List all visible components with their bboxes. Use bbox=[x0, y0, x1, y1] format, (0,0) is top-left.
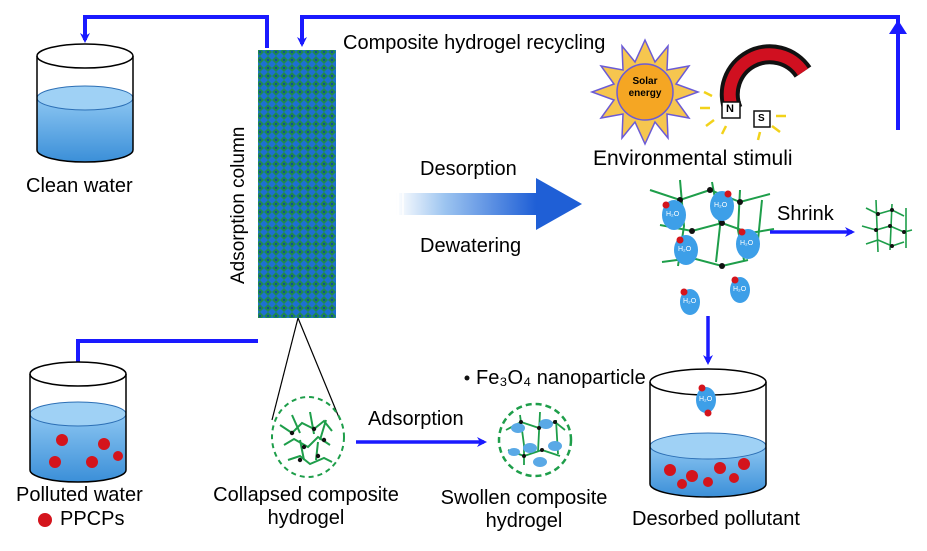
swollen-hydrogel-line-1: Swollen composite bbox=[440, 487, 608, 509]
adsorption-label: Adsorption bbox=[368, 408, 464, 430]
adsorption-column bbox=[258, 50, 336, 318]
collapsed-hydrogel-network bbox=[271, 396, 345, 478]
h2o-label: H₂O bbox=[714, 202, 728, 209]
clean-water-label: Clean water bbox=[26, 175, 133, 197]
polluted-water-label: Polluted water bbox=[16, 484, 143, 506]
polluted-water-beaker bbox=[29, 361, 127, 483]
fe3o4-label: Fe₃O₄ nanoparticle bbox=[476, 367, 646, 389]
magnet-icon bbox=[700, 44, 812, 141]
h2o-label: H₂O bbox=[733, 286, 747, 293]
solar-energy-icon bbox=[589, 38, 701, 146]
zoom-cone bbox=[271, 317, 341, 421]
collapsed-hydrogel-label: Collapsed composite hydrogel bbox=[196, 484, 416, 530]
ppcps-label: PPCPs bbox=[60, 508, 125, 530]
h2o-label: H₂O bbox=[678, 246, 692, 253]
swollen-hydrogel-label: Swollen composite hydrogel bbox=[424, 487, 624, 533]
dewatering-label: Dewatering bbox=[420, 235, 522, 257]
collapsed-hydrogel-line-1: Collapsed composite bbox=[213, 484, 399, 506]
h2o-label: H₂O bbox=[699, 396, 713, 403]
solar-energy-text: Solar energy bbox=[620, 76, 670, 100]
desorbing-hydrogel-network bbox=[649, 179, 775, 315]
h2o-label: H₂O bbox=[666, 211, 680, 218]
collapsed-hydrogel-line-2: hydrogel bbox=[267, 507, 345, 529]
recycle-arrowhead-right bbox=[889, 20, 907, 34]
solar-energy-line-2: energy bbox=[628, 88, 662, 99]
desorbed-pollutant-beaker bbox=[649, 368, 767, 498]
h2o-label: H₂O bbox=[683, 298, 697, 305]
swollen-hydrogel-network bbox=[497, 402, 573, 478]
collapsed-hydrogel-crosslinks bbox=[289, 426, 327, 463]
pollutant-particles bbox=[49, 434, 123, 468]
clean-water-beaker bbox=[36, 43, 134, 163]
adsorption-column-label: Adsorption column bbox=[228, 126, 249, 284]
desorbed-pollutant-label: Desorbed pollutant bbox=[632, 508, 800, 530]
shrink-label: Shrink bbox=[777, 203, 834, 225]
swollen-hydrogel-line-2: hydrogel bbox=[485, 510, 563, 532]
magnet-n-label: N bbox=[726, 103, 734, 115]
ppcps-legend-dot bbox=[38, 513, 52, 527]
desorption-big-arrow bbox=[396, 178, 582, 230]
recycle-flow-arrows bbox=[76, 15, 900, 362]
environmental-stimuli-label: Environmental stimuli bbox=[593, 147, 793, 170]
shrunk-hydrogel-network bbox=[861, 199, 913, 253]
magnet-s-label: S bbox=[758, 113, 765, 124]
fe3o4-legend-dot bbox=[464, 375, 470, 381]
solar-energy-line-1: Solar bbox=[632, 76, 658, 87]
recycling-label: Composite hydrogel recycling bbox=[343, 32, 606, 54]
h2o-label: H₂O bbox=[740, 240, 754, 247]
desorption-label: Desorption bbox=[420, 158, 517, 180]
